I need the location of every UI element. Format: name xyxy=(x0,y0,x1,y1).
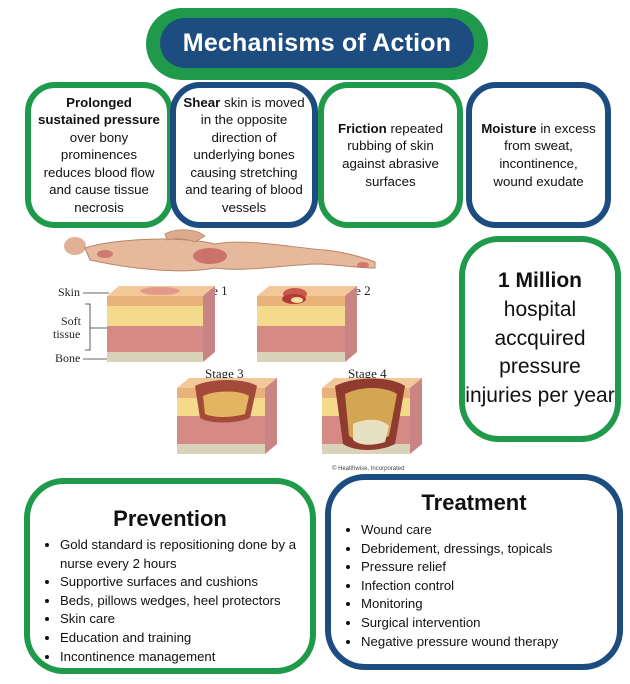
label-bone: Bone xyxy=(55,351,80,365)
stage-4-tissue-block xyxy=(322,378,422,454)
treatment-panel: Treatment Wound care Debridement, dressi… xyxy=(325,474,623,670)
mechanism-shear-text: skin is moved in the opposite direction … xyxy=(185,94,305,215)
list-item: Gold standard is repositioning done by a… xyxy=(60,536,298,573)
statistic-card: 1 Million hospital accquired pressure in… xyxy=(459,236,621,442)
prevention-panel: Prevention Gold standard is repositionin… xyxy=(24,478,316,674)
list-item: Supportive surfaces and cushions xyxy=(60,573,298,592)
list-item: Education and training xyxy=(60,629,298,648)
mechanism-friction-card: Friction repeated rubbing of skin agains… xyxy=(318,82,463,228)
mechanism-pressure-title: Prolonged sustained pressure xyxy=(38,94,160,128)
list-item: Debridement, dressings, topicals xyxy=(361,540,605,559)
stage-2-tissue-block xyxy=(257,286,357,362)
page-title: Mechanisms of Action xyxy=(160,18,474,68)
mechanism-shear-title: Shear xyxy=(183,94,221,110)
list-item: Incontinence management xyxy=(60,648,298,667)
mechanism-friction-text: repeated rubbing of skin against abrasiv… xyxy=(342,120,443,189)
list-item: Pressure relief xyxy=(361,558,605,577)
illustration-credit: © Healthwise, Incorporated xyxy=(332,465,404,472)
treatment-list: Wound care Debridement, dressings, topic… xyxy=(343,521,605,651)
stage-1-tissue-block xyxy=(107,286,215,362)
label-skin: Skin xyxy=(58,285,80,299)
statistic-text: hospital accquired pressure injuries per… xyxy=(465,297,615,408)
list-item: Negative pressure wound therapy xyxy=(361,633,605,652)
stage-4-label: Stage 4 xyxy=(348,366,387,381)
mechanism-pressure-text: over bony prominences reduces blood flow… xyxy=(43,129,155,215)
mechanism-shear-card: Shear skin is moved in the opposite dire… xyxy=(170,82,318,228)
stage-3-label: Stage 3 xyxy=(205,366,244,381)
list-item: Infection control xyxy=(361,577,605,596)
treatment-heading: Treatment xyxy=(421,490,527,515)
list-item: Monitoring xyxy=(361,595,605,614)
prevention-list: Gold standard is repositioning done by a… xyxy=(42,536,298,666)
label-soft: Soft xyxy=(61,314,82,328)
list-item: Skin care xyxy=(60,610,298,629)
mechanism-moisture-title: Moisture xyxy=(481,120,537,136)
mechanism-moisture-card: Moisture in excess from sweat, incontine… xyxy=(466,82,611,228)
list-item: Beds, pillows wedges, heel protectors xyxy=(60,592,298,611)
list-item: Wound care xyxy=(361,521,605,540)
mechanism-pressure-card: Prolonged sustained pressure over bony p… xyxy=(25,82,173,228)
label-tissue: tissue xyxy=(53,327,80,341)
mechanism-friction-title: Friction xyxy=(338,120,387,136)
lying-patient-figure xyxy=(64,229,376,272)
statistic-number: 1 Million xyxy=(498,268,582,292)
pressure-injury-stages-illustration: Skin Soft tissue Bone Stage 1 Stage 2 St… xyxy=(53,229,422,472)
mechanism-moisture-text: in excess from sweat, incontinence, woun… xyxy=(493,120,596,189)
prevention-heading: Prevention xyxy=(113,506,227,531)
list-item: Surgical intervention xyxy=(361,614,605,633)
stage-3-tissue-block xyxy=(177,378,277,454)
